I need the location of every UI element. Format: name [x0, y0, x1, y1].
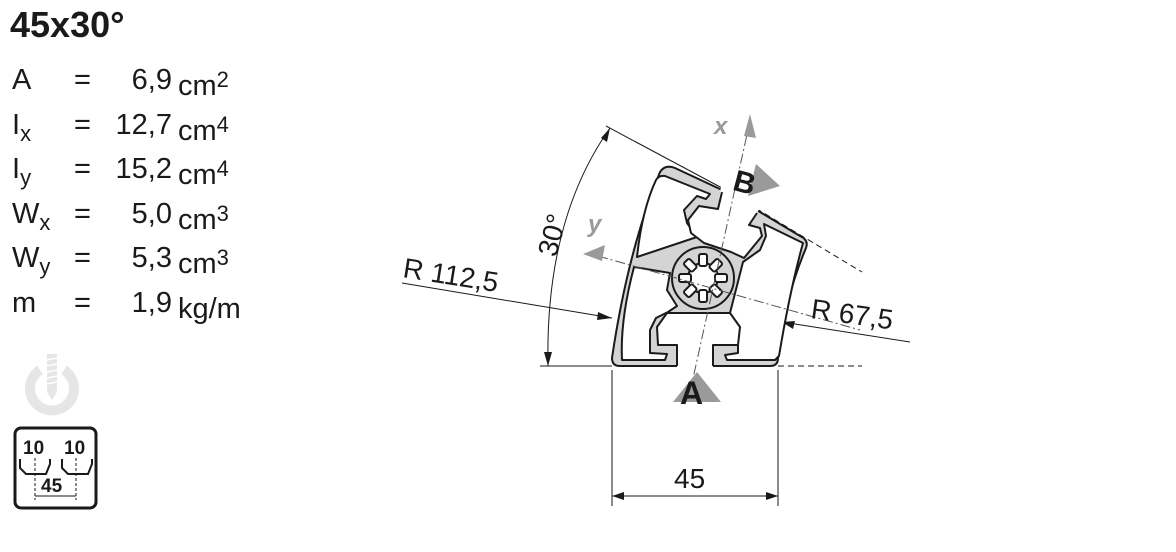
- view-a-triangle-icon: [673, 372, 721, 402]
- property-exponent: 4: [216, 156, 229, 181]
- property-subscript: y: [39, 253, 51, 279]
- property-value: 5,0: [131, 197, 172, 230]
- property-value: 1,9: [131, 286, 172, 319]
- slot-left-size: 10: [23, 438, 44, 459]
- property-unit: cm: [178, 114, 217, 147]
- property-unit: cm: [178, 248, 217, 280]
- axis-markers: [583, 114, 780, 402]
- property-exponent: 2: [216, 67, 229, 92]
- property-exponent: 3: [216, 200, 229, 226]
- core-bore: [678, 253, 728, 303]
- property-symbol: A: [12, 64, 32, 96]
- view-a-label: A: [680, 375, 703, 411]
- property-subscript: x: [20, 120, 32, 146]
- property-unit: kg/m: [178, 292, 241, 325]
- equals: =: [74, 286, 91, 319]
- property-subscript: x: [39, 209, 51, 235]
- property-exponent: 4: [216, 111, 229, 137]
- aluminium-profile: [611, 165, 808, 368]
- equals: =: [74, 108, 91, 141]
- view-b-triangle-icon: [748, 164, 780, 196]
- screw-icon: [25, 354, 79, 416]
- axis-lines: [597, 129, 861, 393]
- y-axis-arrow-icon: [583, 245, 605, 261]
- property-unit: cm: [178, 203, 217, 236]
- property-unit: cm: [178, 70, 217, 102]
- inner-radius-label: R 67,5: [809, 293, 895, 335]
- profile-title: 45x30°: [10, 4, 125, 45]
- slot-right-size: 10: [64, 438, 85, 459]
- construction-lines: [401, 125, 911, 506]
- angle-label: 30°: [532, 211, 573, 260]
- property-symbol: I: [12, 108, 21, 141]
- equals: =: [74, 64, 91, 96]
- slot-size-icon: 10 10 45: [13, 426, 98, 510]
- property-symbol: m: [12, 286, 37, 319]
- property-subscript: y: [20, 164, 32, 190]
- property-value: 6,9: [131, 64, 172, 96]
- width-dimension-label: 45: [674, 463, 705, 494]
- y-axis-label: y: [587, 211, 603, 238]
- equals: =: [74, 242, 91, 274]
- property-value: 12,7: [115, 108, 172, 141]
- equals: =: [74, 197, 91, 230]
- slot-spacing: 45: [41, 476, 63, 497]
- property-symbol: I: [12, 153, 21, 185]
- view-b-label: B: [730, 164, 759, 201]
- x-axis-arrow-icon: [744, 114, 756, 138]
- property-exponent: 3: [216, 245, 229, 270]
- property-unit: cm: [178, 159, 217, 191]
- x-axis-label: x: [712, 113, 729, 140]
- equals: =: [74, 153, 91, 185]
- dimension-arrows: [544, 128, 795, 500]
- property-symbol: W: [12, 197, 40, 230]
- property-value: 15,2: [115, 153, 172, 185]
- property-value: 5,3: [131, 242, 172, 274]
- property-symbol: W: [12, 242, 40, 274]
